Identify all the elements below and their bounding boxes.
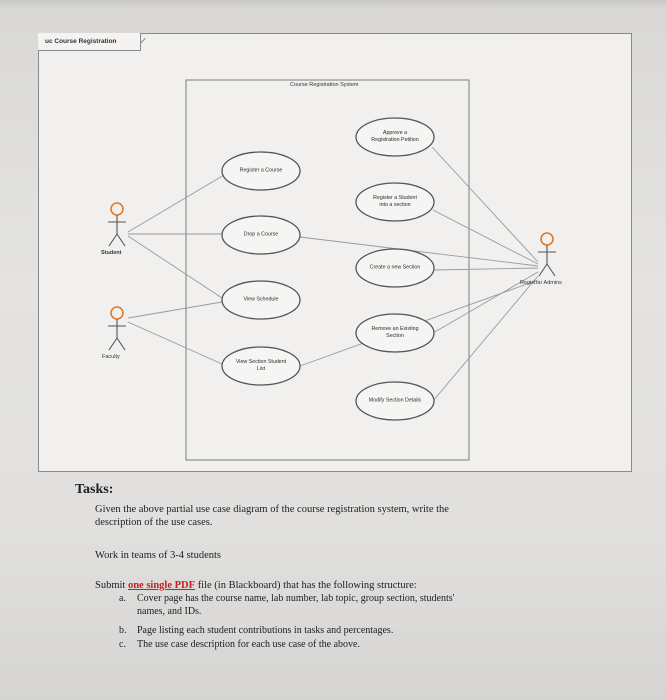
- use-case-register-course: [221, 151, 301, 191]
- remove-section-label: Remove an Existing Section: [371, 326, 418, 340]
- diagram-frame-title: uc Course Registration: [38, 33, 141, 51]
- modify-section-label: Modify Section Details: [368, 397, 422, 404]
- use-case-view-schedule: [221, 280, 301, 320]
- diagram-frame: [38, 33, 632, 472]
- page-top-edge: [0, 0, 666, 12]
- tasks-intro-line2: description of the use cases.: [95, 517, 213, 528]
- register-course-label: Register a Course: [239, 167, 283, 174]
- approve-petition-line2: Registration Petition: [371, 137, 419, 143]
- task-item-b-marker: b.: [119, 625, 127, 636]
- approve-petition-label: Approve a Registration Petition: [371, 130, 418, 144]
- remove-section-line2: Section: [386, 333, 404, 339]
- tasks-intro-line1: Given the above partial use case diagram…: [95, 504, 449, 515]
- use-case-drop-course: [221, 215, 301, 255]
- task-item-a-text: Cover page has the course name, lab numb…: [137, 593, 454, 618]
- tasks-intro: Given the above partial use case diagram…: [95, 503, 449, 529]
- registrar-actor-label: Registrar Admins: [520, 280, 562, 286]
- register-student-label: Register a Student into a section: [373, 195, 417, 209]
- use-case-modify-section: [355, 381, 435, 421]
- task-item-a-line2: names, and IDs.: [137, 605, 202, 617]
- task-item-a-line1: Cover page has the course name, lab numb…: [137, 593, 455, 604]
- use-case-register-student: [355, 182, 435, 222]
- task-item-c-marker: c.: [119, 639, 126, 650]
- student-actor-label: Student: [101, 250, 122, 256]
- use-case-remove-section: [355, 313, 435, 353]
- submit-highlight: one single PDF: [127, 580, 196, 591]
- faculty-associations: [127, 301, 223, 365]
- task-item-b-text: Page listing each student contributions …: [137, 625, 394, 636]
- use-case-approve-petition: [355, 117, 435, 157]
- submit-prefix: Submit: [95, 580, 126, 591]
- use-case-create-section: [355, 248, 435, 288]
- remove-section-line1: Remove an Existing: [371, 326, 419, 332]
- register-student-line1: Register a Student: [373, 195, 417, 201]
- tasks-submit: Submit one single PDF file (in Blackboar…: [95, 579, 417, 592]
- system-title: Course Registration System: [290, 82, 359, 88]
- tasks-heading: Tasks:: [75, 482, 114, 497]
- faculty-actor-icon: [108, 306, 126, 351]
- registrar-actor-icon: [538, 232, 556, 277]
- submit-suffix: file (in Blackboard) that has the follow…: [197, 580, 417, 591]
- student-actor-icon: [108, 202, 126, 247]
- task-item-a-marker: a.: [119, 593, 126, 604]
- approve-petition-line1: Approve a: [382, 130, 408, 136]
- view-schedule-label: View Schedule: [243, 296, 279, 303]
- view-section-list-line2: List: [256, 366, 266, 372]
- use-case-view-section-list: [221, 346, 301, 386]
- view-section-list-label: View Section Student List: [236, 359, 286, 373]
- create-section-label: Create a new Section: [369, 264, 421, 271]
- system-boundary: [185, 79, 470, 461]
- student-associations: [127, 174, 225, 299]
- view-section-list-line1: View Section Student: [235, 359, 287, 365]
- task-item-c-text: The use case description for each use ca…: [137, 639, 360, 650]
- faculty-actor-label: Faculty: [102, 354, 120, 360]
- register-student-line2: into a section: [379, 202, 411, 208]
- drop-course-label: Drop a Course: [243, 231, 279, 238]
- tasks-teams: Work in teams of 3-4 students: [95, 550, 222, 561]
